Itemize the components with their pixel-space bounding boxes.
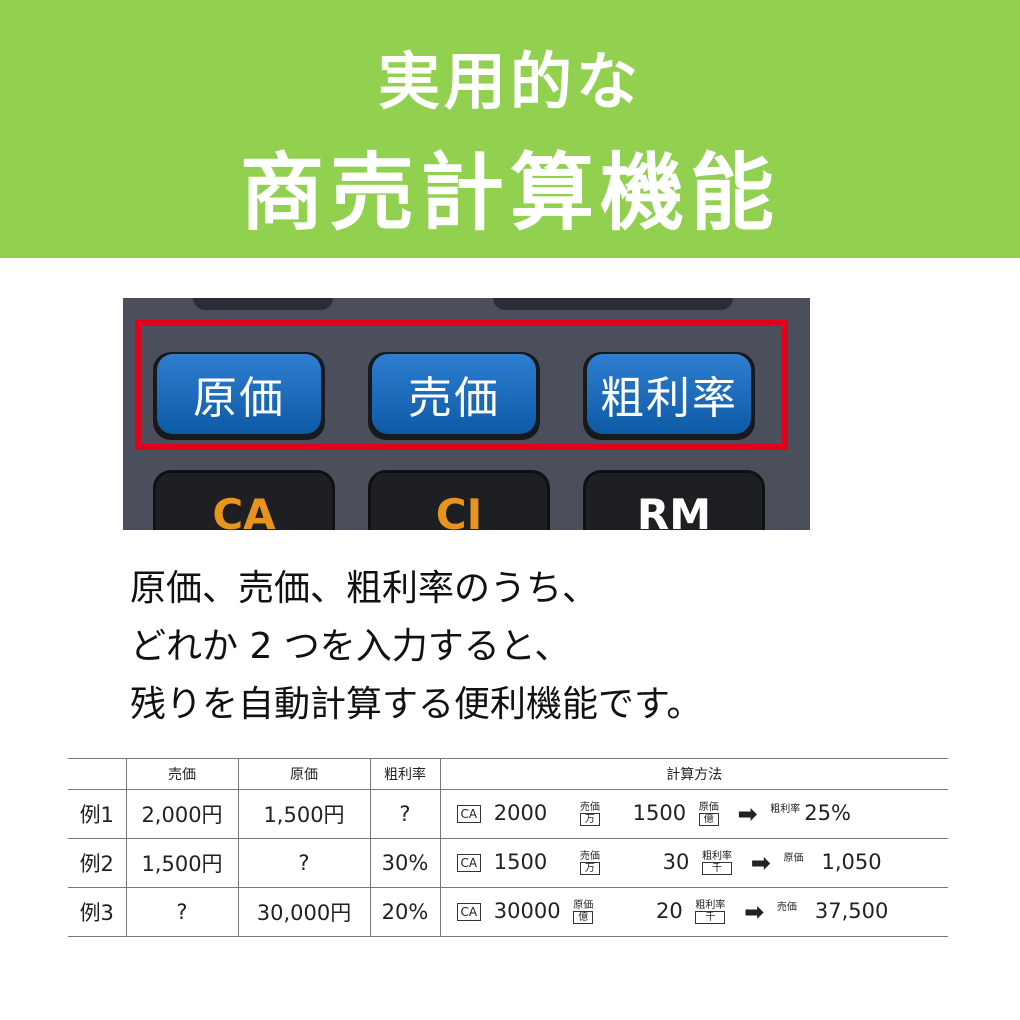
result-value: 25% — [804, 801, 851, 825]
key-icon: 粗利率千 — [695, 900, 726, 924]
ca-key: CA — [153, 470, 335, 530]
cost-key-label: 原価 — [157, 354, 321, 434]
margin-rate-key: 粗利率 — [583, 352, 755, 440]
sell-price-cell: 1,500円 — [126, 838, 239, 888]
rate-cell: 20% — [370, 887, 441, 937]
key-label: 粗利率 — [702, 851, 733, 862]
table-row: 例1 2,000円 1,500円 ? CA 2000 売価万 1500 原価億 … — [68, 789, 948, 839]
arrow-icon: ➡ — [744, 898, 765, 926]
title-banner: 実用的な 商売計算機能 — [0, 0, 1020, 258]
sell-price-key-label: 売価 — [372, 354, 536, 434]
input-value: 20 — [655, 899, 683, 923]
sell-price-cell: 2,000円 — [126, 789, 239, 839]
ca-key-icon: CA — [456, 854, 482, 872]
row-label: 例2 — [68, 838, 127, 888]
key-icon: 原価億 — [698, 802, 719, 826]
description-line: 原価、売価、粗利率のうち、 — [130, 568, 599, 609]
key-sublabel: 千 — [695, 911, 726, 924]
partial-key — [493, 298, 733, 310]
rate-cell: ? — [370, 789, 441, 839]
table-header-row: 売価 原価 粗利率 計算方法 — [68, 758, 948, 790]
input-value: 30 — [662, 850, 690, 874]
key-label: 原価 — [573, 900, 594, 911]
result-value: 37,500 — [814, 899, 889, 923]
method-cell: CA 1500 売価万 30 粗利率千 ➡ 原価 1,050 — [440, 838, 948, 888]
method-cell: CA 30000 原価億 20 粗利率千 ➡ 売価 37,500 — [440, 887, 948, 937]
input-value: 1500 — [493, 850, 548, 874]
input-value: 2000 — [493, 801, 548, 825]
arrow-icon: ➡ — [737, 800, 758, 828]
column-header: 粗利率 — [370, 758, 441, 790]
ci-key: CI — [368, 470, 550, 530]
description-line: どれか 2 つを入力すると、 — [130, 626, 571, 667]
rate-cell: 30% — [370, 838, 441, 888]
key-sublabel: 千 — [702, 862, 733, 875]
result-label: 粗利率 — [770, 804, 801, 815]
key-icon: 売価万 — [579, 802, 600, 826]
column-header: 売価 — [126, 758, 239, 790]
highlight-frame — [135, 320, 788, 450]
key-icon: 原価億 — [573, 900, 594, 924]
rm-key: RM — [583, 470, 765, 530]
result-label: 売価 — [776, 902, 797, 913]
key-sublabel: 億 — [573, 911, 594, 924]
banner-subtitle: 実用的な — [377, 45, 642, 118]
calculator-key-photo: 原価 売価 粗利率 CA CI RM — [123, 298, 810, 530]
key-label: 売価 — [579, 851, 600, 862]
ca-key-icon: CA — [456, 805, 482, 823]
column-header: 原価 — [238, 758, 371, 790]
banner-title: 商売計算機能 — [239, 144, 780, 242]
partial-key — [193, 298, 333, 310]
table-row: 例3 ? 30,000円 20% CA 30000 原価億 20 粗利率千 ➡ … — [68, 887, 948, 937]
description-line: 残りを自動計算する便利機能です。 — [130, 684, 703, 725]
example-table: 売価 原価 粗利率 計算方法 例1 2,000円 1,500円 ? CA 200… — [68, 758, 948, 937]
sell-price-key: 売価 — [368, 352, 540, 440]
cost-cell: 1,500円 — [238, 789, 371, 839]
result-value: 1,050 — [821, 850, 882, 874]
result-label: 原価 — [783, 853, 804, 864]
input-value: 30000 — [493, 899, 561, 923]
key-sublabel: 万 — [579, 813, 600, 826]
margin-rate-key-label: 粗利率 — [587, 354, 751, 434]
cost-cell: 30,000円 — [238, 887, 371, 937]
arrow-icon: ➡ — [750, 849, 771, 877]
key-sublabel: 億 — [698, 813, 719, 826]
key-label: 粗利率 — [695, 900, 726, 911]
key-sublabel: 万 — [579, 862, 600, 875]
table-row: 例2 1,500円 ? 30% CA 1500 売価万 30 粗利率千 ➡ 原価… — [68, 838, 948, 888]
sell-price-cell: ? — [126, 887, 239, 937]
ca-key-icon: CA — [456, 903, 482, 921]
feature-description: 原価、売価、粗利率のうち、 どれか 2 つを入力すると、 残りを自動計算する便利… — [130, 560, 890, 734]
key-label: 原価 — [698, 802, 719, 813]
key-icon: 粗利率千 — [702, 851, 733, 875]
cost-cell: ? — [238, 838, 371, 888]
row-label: 例1 — [68, 789, 127, 839]
column-header — [68, 758, 127, 790]
column-header: 計算方法 — [440, 758, 948, 790]
input-value: 1500 — [632, 801, 687, 825]
row-label: 例3 — [68, 887, 127, 937]
key-label: 売価 — [579, 802, 600, 813]
key-icon: 売価万 — [579, 851, 600, 875]
cost-key: 原価 — [153, 352, 325, 440]
